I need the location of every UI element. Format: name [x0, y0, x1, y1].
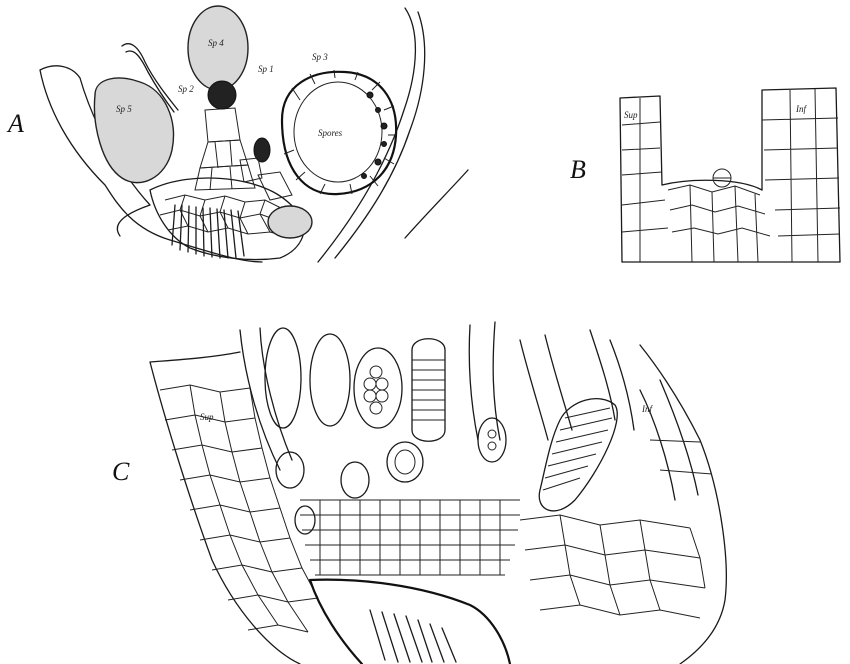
annotation-sp1: Sp 1 — [258, 64, 274, 74]
panel-b-base — [622, 180, 840, 262]
annotation-sp5: Sp 5 — [116, 104, 132, 114]
sporangium-c-oblique — [539, 399, 617, 511]
panel-c-parenchyma-left — [160, 385, 318, 632]
panel-a: A Sp 4 Sp 5 — [6, 6, 468, 262]
sporangium-c-1 — [265, 328, 301, 428]
panel-b-right-cells — [762, 89, 840, 262]
panel-c-basal-hatching — [370, 610, 456, 662]
panel-c-parenchyma-right — [520, 440, 712, 618]
sporangium-sp4-stalk — [208, 81, 236, 109]
panel-c-basal-strand — [310, 580, 510, 664]
panel-b-left-wall — [620, 96, 662, 262]
panel-b-right-wall — [762, 88, 840, 262]
sporangium-c-small-right — [478, 418, 506, 462]
sporangium-c-2 — [310, 334, 350, 426]
sporangium-c-3-spores — [364, 366, 388, 414]
annotation-sp2: Sp 2 — [178, 84, 194, 94]
panel-a-stray-line — [405, 170, 468, 238]
panel-c-outline-right — [640, 345, 726, 664]
panel-c-young-sporangia — [276, 442, 423, 534]
annotation-spores: Spores — [318, 128, 343, 138]
annotation-b-sup: Sup — [624, 110, 638, 120]
panel-c-label: C — [112, 457, 130, 486]
sporangium-lower — [268, 206, 312, 238]
sporangium-sp3-stipple — [362, 92, 388, 179]
annotation-sp3: Sp 3 — [312, 52, 328, 62]
panel-c-sporangia — [265, 328, 617, 511]
panel-a-label: A — [6, 109, 24, 138]
panel-c: C Sup — [112, 322, 726, 664]
annotation-c-sup: Sup — [200, 412, 214, 422]
annotation-c-inf: Inf — [641, 404, 653, 414]
sporangium-sp4 — [188, 6, 248, 90]
sporangium-c-banded — [412, 339, 445, 442]
panel-c-basal-tiers — [300, 500, 520, 575]
annotation-b-inf: Inf — [795, 104, 807, 114]
panel-b-base-cells — [668, 185, 770, 262]
panel-b: B Sup Inf — [570, 88, 840, 262]
panel-b-label: B — [570, 155, 586, 184]
panel-c-paraphyses — [240, 322, 698, 500]
annotation-sp4: Sp 4 — [208, 38, 224, 48]
